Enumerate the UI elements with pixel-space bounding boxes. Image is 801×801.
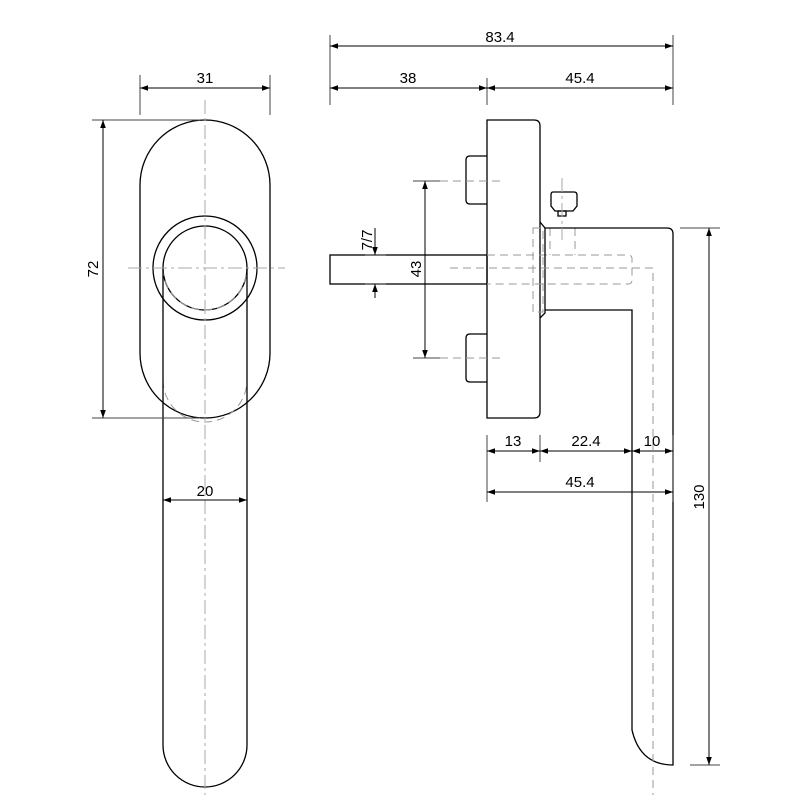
- dim-handle-projection: 45.4: [565, 70, 594, 87]
- dim-spindle-square: 7/7: [359, 230, 376, 251]
- dim-lever-width: 20: [197, 483, 214, 500]
- hidden-lever-top: [162, 379, 248, 423]
- dim-spindle-length: 38: [400, 70, 417, 87]
- dim-overall-depth: 83.4: [485, 29, 514, 46]
- lever-side: [545, 227, 674, 766]
- set-screw: [550, 191, 578, 212]
- dim-lever-length: 130: [691, 484, 708, 509]
- dim-lever-reach: 45.4: [565, 474, 594, 491]
- dim-lever-thickness: 10: [644, 433, 661, 450]
- screw-hole-hidden: [549, 228, 576, 255]
- dim-rosette-depth: 13: [505, 433, 522, 450]
- rosette-side: [486, 119, 541, 419]
- collar: [539, 221, 546, 319]
- dim-neck-length: 22.4: [571, 433, 600, 450]
- boss-top: [465, 155, 487, 205]
- side-dimensions: 83.4 38 45.4 43 7/7 13 22.4 10 45.4 130: [329, 29, 720, 766]
- front-dimensions: 31 72 20: [85, 70, 271, 503]
- front-view: [128, 100, 285, 795]
- dim-screw-spacing: 43: [408, 261, 425, 278]
- dim-rosette-height: 72: [85, 261, 102, 278]
- spindle-hidden: [487, 254, 633, 285]
- spindle: [329, 254, 488, 285]
- center-line-side: [450, 267, 654, 795]
- side-view: [329, 119, 674, 795]
- collar-hidden: [532, 227, 544, 313]
- dim-rosette-width: 31: [197, 70, 214, 87]
